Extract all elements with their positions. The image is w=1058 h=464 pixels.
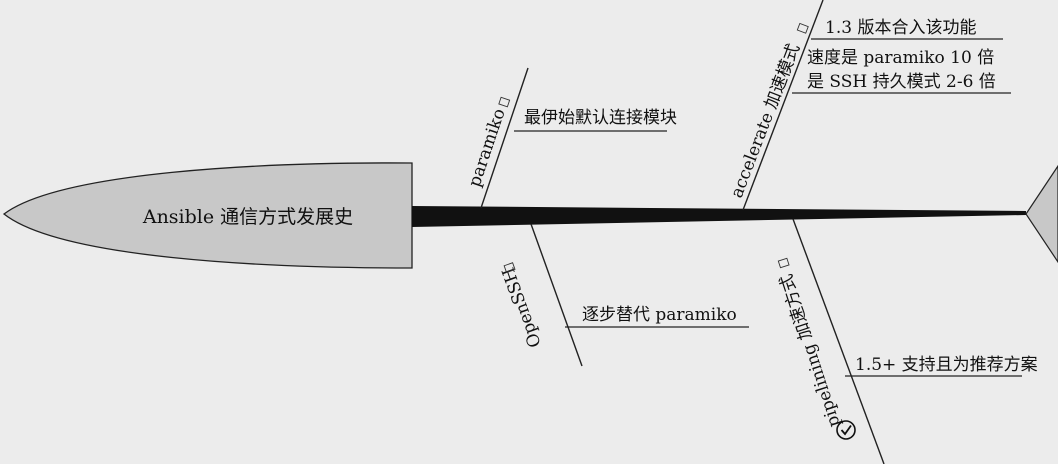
diagram-head[interactable]: Ansible 通信方式发展史 [2,162,413,269]
tail-shape [1025,164,1058,264]
branch-openssh[interactable]: OpenSSH 逐步替代 paramiko [499,223,749,367]
branch-pipelining[interactable]: pipelining 加速方式 1.5+ 支持且为推荐方案 [776,218,1038,464]
branch-line [480,67,529,209]
note-text: 最伊始默认连接模块 [524,108,677,128]
spine [412,206,1026,227]
note-icon [503,262,516,273]
note-text: 1.3 版本合入该功能 [825,18,976,38]
branch-paramiko[interactable]: paramiko 最伊始默认连接模块 [465,67,677,209]
note-icon [498,96,511,108]
branch-label: accelerate 加速模式 [727,41,804,201]
note-icon [796,22,809,34]
diagram-title: Ansible 通信方式发展史 [142,206,353,228]
note-text: 速度是 paramiko 10 倍 [807,48,994,68]
check-circle-icon [836,420,856,440]
branch-line [530,223,583,367]
branch-line [792,218,885,464]
note-icon [777,257,790,269]
branch-label: OpenSSH [499,265,546,351]
note-text: 是 SSH 持久模式 2-6 倍 [807,72,996,92]
branch-line [742,0,824,211]
note-text: 逐步替代 paramiko [582,305,737,325]
branch-label: paramiko [465,106,510,190]
branch-label: pipelining 加速方式 [776,272,844,430]
branch-accelerate[interactable]: accelerate 加速模式 1.3 版本合入该功能 速度是 paramiko… [727,0,1011,211]
note-text: 1.5+ 支持且为推荐方案 [855,355,1038,375]
